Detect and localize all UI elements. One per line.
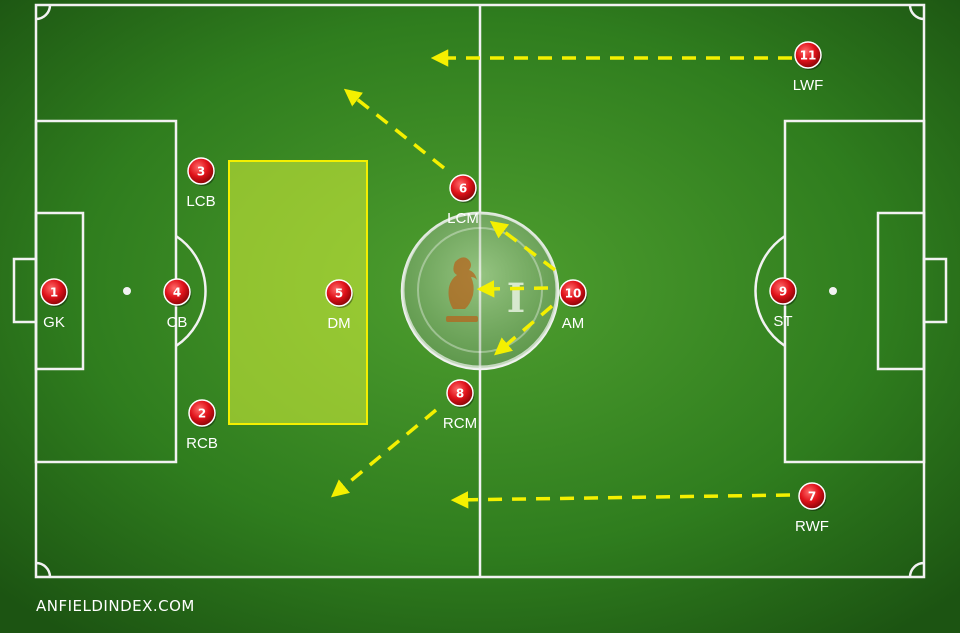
player-marker [798,482,826,510]
arrow-rwf-run [450,491,791,509]
player-number: 4 [173,286,181,300]
player-number: 6 [459,182,467,196]
arrow-am-to-rcm [494,304,554,356]
player-position-label: ST [773,313,792,330]
player-gk: 1GK [40,278,69,331]
corner-arc-tl [35,4,52,21]
player-position-label: DM [327,315,350,332]
player-position-label: AM [562,315,585,332]
player-marker [188,399,216,427]
players: 1GK2RCB3LCB4CB5DM6LCM7RWF8RCM9ST10AM11LW… [40,41,829,535]
player-marker [163,278,191,306]
player-position-label: LCM [447,210,479,227]
player-number: 9 [779,285,787,299]
player-number: 7 [808,490,816,504]
player-position-label: LCB [186,193,215,210]
player-number: 1 [50,286,58,300]
watermark: ANFIELDINDEX.COM [36,597,195,615]
player-dm: 5DM [325,279,354,332]
player-marker [794,41,822,69]
corner-arc-tr [908,4,925,21]
player-position-label: RCB [186,435,218,452]
player-number: 8 [456,387,464,401]
arrow-am-to-lcm [489,220,557,272]
player-number: 2 [198,407,206,421]
player-position-label: RCM [443,415,477,432]
club-badge: I [401,211,559,369]
right-goal [922,257,948,324]
player-st: 9ST [769,277,798,330]
right-penalty-spot [829,287,837,295]
player-number: 11 [800,49,817,63]
player-marker [769,277,797,305]
arrow-am-back [476,280,549,298]
left-goal [12,257,38,324]
player-marker [449,174,477,202]
player-number: 3 [197,165,205,179]
corner-arc-br [908,561,925,578]
movement-arrows [330,49,792,509]
player-position-label: RWF [795,518,829,535]
player-number: 10 [565,287,582,301]
player-marker [40,278,68,306]
pitch-markings [12,3,948,579]
player-marker [559,279,587,307]
player-marker [446,379,474,407]
arrow-rcm-run [330,408,438,498]
player-marker [325,279,353,307]
player-position-label: LWF [793,77,824,94]
player-cb: 4CB [163,278,192,331]
player-position-label: GK [43,314,65,331]
player-marker [187,157,215,185]
player-number: 5 [335,287,343,301]
arrow-lcm-run [343,88,446,170]
badge-monogram: I [507,275,526,322]
left-penalty-spot [123,287,131,295]
player-position-label: CB [167,314,188,331]
corner-arc-bl [35,561,52,578]
left-penalty-arc [175,234,207,348]
liverbird-icon [446,257,478,322]
right-penalty-arc [754,234,786,348]
